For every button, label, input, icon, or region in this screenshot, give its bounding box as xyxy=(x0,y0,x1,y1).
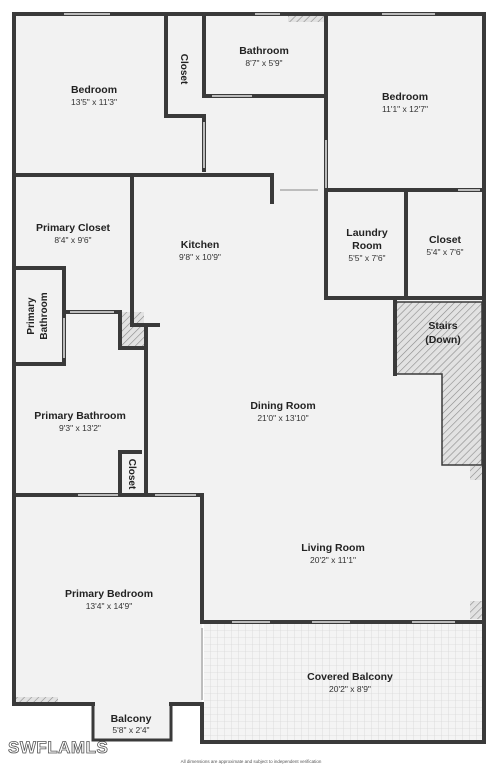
room-dimensions: 8'7" x 5'9" xyxy=(245,58,282,68)
room-closet-2: Closet 5'4" x 7'6" xyxy=(426,234,463,257)
room-name: Dining Room xyxy=(250,400,315,412)
room-dimensions: 13'4" x 14'9" xyxy=(86,601,133,611)
disclaimer-note: All dimensions are approximate and subje… xyxy=(181,759,322,764)
room-name: Closet xyxy=(429,234,462,246)
room-dimensions: 5'8" x 2'4" xyxy=(112,725,149,735)
stairs-landing-hatch xyxy=(470,466,482,480)
room-bedroom-1: Bedroom 13'5" x 11'3" xyxy=(71,84,117,107)
room-dimensions: 9'3" x 13'2" xyxy=(59,423,101,433)
room-name: Closet xyxy=(126,459,137,490)
room-name: Balcony xyxy=(111,713,152,725)
room-name: Bedroom xyxy=(382,91,428,103)
room-name-line2: Room xyxy=(352,240,382,252)
room-dimensions: 5'4" x 7'6" xyxy=(426,247,463,257)
room-closet-3: Closet xyxy=(126,459,137,490)
room-kitchen: Kitchen 9'8" x 10'9" xyxy=(179,239,221,262)
room-balcony: Balcony 5'8" x 2'4" xyxy=(111,713,152,735)
room-primary-bathroom-small: Primary Bathroom xyxy=(26,292,50,339)
room-name-line2: Bathroom xyxy=(39,292,50,339)
room-living: Living Room 20'2" x 11'1" xyxy=(301,542,365,565)
room-dimensions: 9'8" x 10'9" xyxy=(179,252,221,262)
room-primary-bedroom: Primary Bedroom 13'4" x 14'9" xyxy=(65,588,153,611)
room-stairs: Stairs (Down) xyxy=(425,320,461,346)
bath-vent-hatch xyxy=(288,14,324,22)
room-name: Primary Closet xyxy=(36,222,111,234)
room-dimensions: 20'2" x 11'1" xyxy=(310,555,356,565)
floor-fill xyxy=(14,14,484,742)
room-name-line1: Laundry xyxy=(346,227,388,239)
room-name-line1: Primary xyxy=(26,297,37,335)
room-name: Primary Bedroom xyxy=(65,588,153,600)
room-primary-bathroom: Primary Bathroom 9'3" x 13'2" xyxy=(34,410,126,433)
room-covered-balcony: Covered Balcony 20'2" x 8'9" xyxy=(307,671,393,694)
room-dimensions: 8'4" x 9'6" xyxy=(54,235,91,245)
room-name: Covered Balcony xyxy=(307,671,393,683)
watermark-logo: SWFLAMLS xyxy=(8,738,108,757)
room-name: Living Room xyxy=(301,542,365,554)
room-name: Bathroom xyxy=(239,45,289,57)
room-name: Bedroom xyxy=(71,84,117,96)
room-primary-closet: Primary Closet 8'4" x 9'6" xyxy=(36,222,111,245)
room-bathroom-1: Bathroom 8'7" x 5'9" xyxy=(239,45,289,68)
room-dimensions: 5'5" x 7'6" xyxy=(348,253,385,263)
room-dining: Dining Room 21'0" x 13'10" xyxy=(250,400,315,423)
room-name: Kitchen xyxy=(181,239,220,251)
room-closet-1: Closet xyxy=(178,54,189,85)
room-name-line2: (Down) xyxy=(425,334,461,346)
room-laundry: Laundry Room 5'5" x 7'6" xyxy=(346,227,388,263)
room-name-line1: Stairs xyxy=(428,320,457,332)
pillar-hatch-right xyxy=(470,601,482,619)
room-dimensions: 13'5" x 11'3" xyxy=(71,97,117,107)
room-name: Primary Bathroom xyxy=(34,410,126,422)
room-dimensions: 11'1" x 12'7" xyxy=(382,104,428,114)
room-bedroom-2: Bedroom 11'1" x 12'7" xyxy=(382,91,428,114)
bedroom-vent-hatch xyxy=(16,697,58,703)
room-dimensions: 21'0" x 13'10" xyxy=(257,413,308,423)
room-dimensions: 20'2" x 8'9" xyxy=(329,684,371,694)
windows xyxy=(63,13,480,700)
room-name: Closet xyxy=(178,54,189,85)
kitchen-pillar-hatch xyxy=(122,312,144,348)
